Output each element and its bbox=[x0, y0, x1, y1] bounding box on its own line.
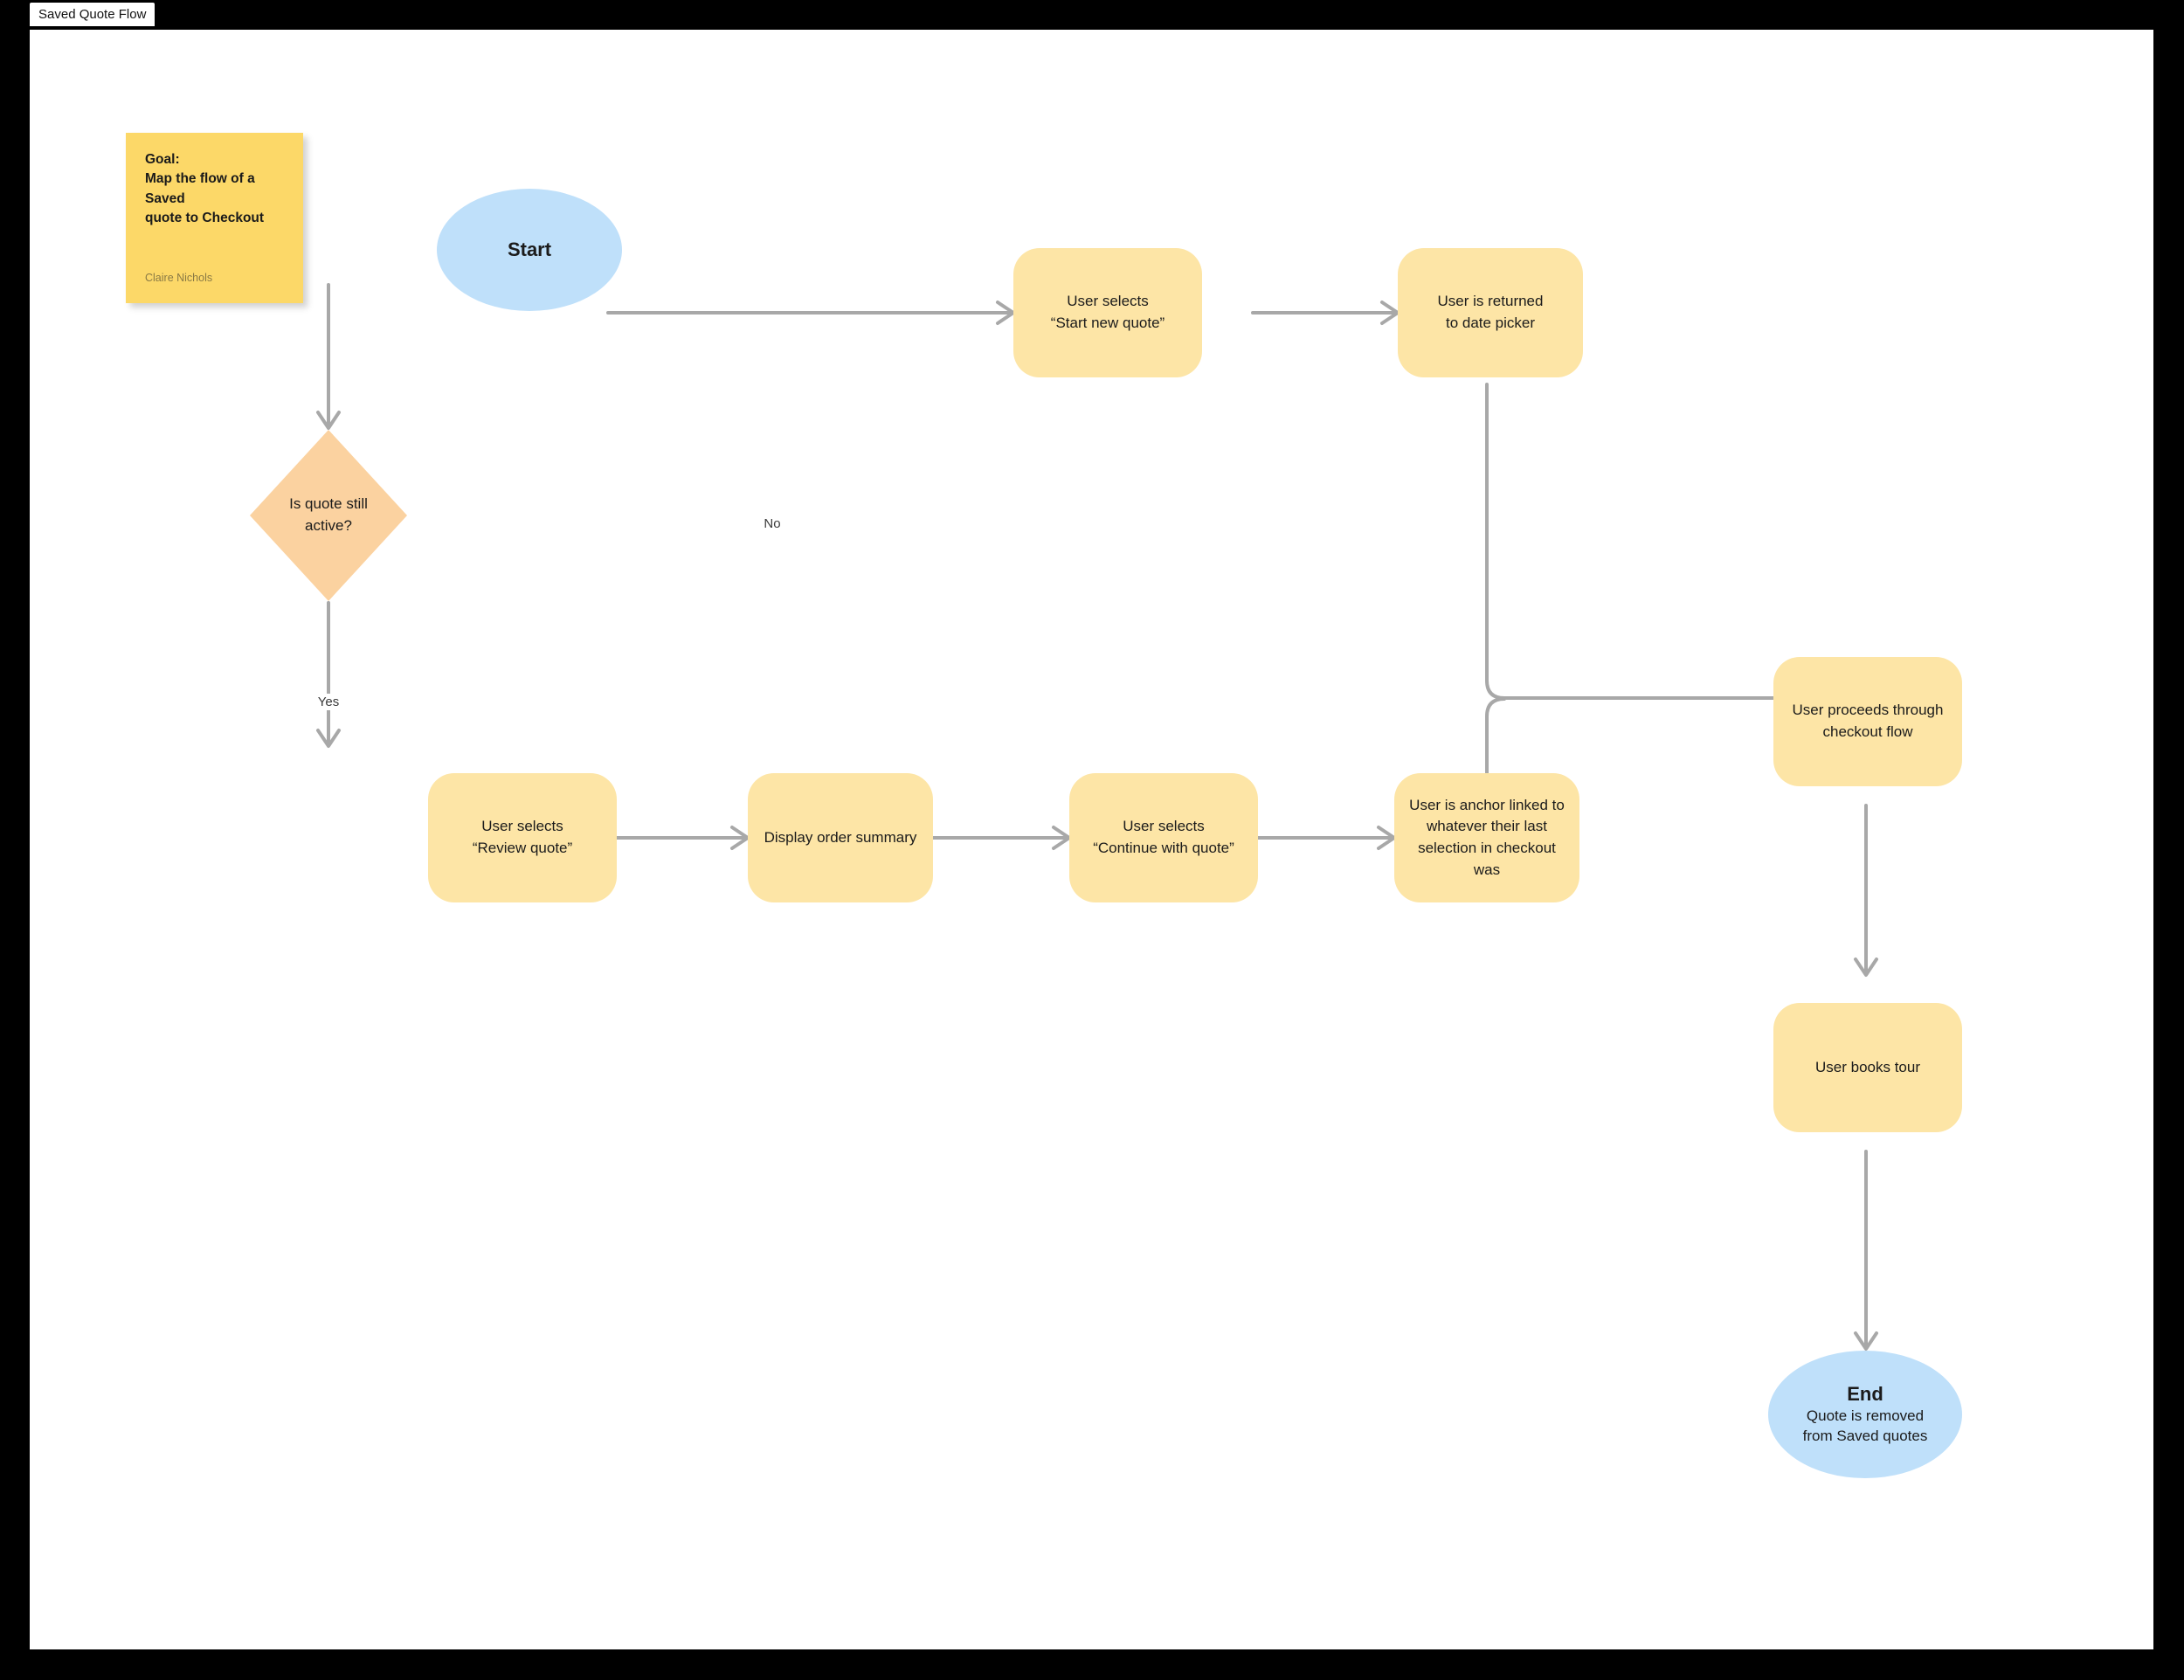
sticky-note-text: Goal: Map the flow of a Saved quote to C… bbox=[145, 152, 265, 226]
node-start-new-quote-label: User selects “Start new quote” bbox=[1050, 293, 1165, 331]
node-start-new-quote[interactable]: User selects “Start new quote” bbox=[1013, 248, 1202, 377]
tab-bar: Saved Quote Flow bbox=[0, 0, 2184, 29]
node-order-summary-label: Display order summary bbox=[764, 828, 917, 846]
node-start[interactable]: Start bbox=[437, 189, 622, 311]
sticky-note-author: Claire Nichols bbox=[145, 272, 213, 284]
diagram-canvas[interactable]: No Yes Goal: Map the flow of a Saved quo… bbox=[30, 30, 2153, 1649]
node-continue-quote[interactable]: User selects “Continue with quote” bbox=[1069, 773, 1258, 902]
arrowhead-books-tour-to-end bbox=[1854, 1331, 1878, 1351]
arrowhead-checkout-flow-to-books-tour bbox=[1854, 958, 1878, 977]
node-review-quote[interactable]: User selects “Review quote” bbox=[428, 773, 617, 902]
arrowhead-order-summary-to-continue-quote bbox=[1052, 826, 1071, 850]
arrowhead-review-quote-to-order-summary bbox=[730, 826, 750, 850]
node-anchor-linked[interactable]: User is anchor linked to whatever their … bbox=[1394, 773, 1579, 902]
node-is-quote-active[interactable]: Is quote still active? bbox=[250, 430, 407, 601]
edge-label-yes: Yes bbox=[302, 694, 355, 710]
sticky-note-goal[interactable]: Goal: Map the flow of a Saved quote to C… bbox=[126, 133, 303, 303]
node-books-tour[interactable]: User books tour bbox=[1773, 1003, 1962, 1132]
edge-label-no: No bbox=[746, 515, 798, 532]
arrowhead-decision-to-start-new-quote bbox=[996, 301, 1015, 325]
node-end-title: End bbox=[1847, 1383, 1883, 1406]
node-checkout-flow[interactable]: User proceeds through checkout flow bbox=[1773, 657, 1962, 786]
node-checkout-flow-label: User proceeds through checkout flow bbox=[1792, 702, 1944, 740]
node-start-title: Start bbox=[507, 239, 552, 261]
arrowhead-start-to-decision bbox=[316, 411, 341, 430]
arrowhead-continue-quote-to-anchor-linked bbox=[1377, 826, 1396, 850]
node-anchor-linked-label: User is anchor linked to whatever their … bbox=[1409, 796, 1565, 878]
node-returned-date-picker-label: User is returned to date picker bbox=[1437, 293, 1544, 331]
node-continue-quote-label: User selects “Continue with quote” bbox=[1093, 818, 1234, 856]
node-is-quote-active-label: Is quote still active? bbox=[289, 495, 368, 534]
node-end[interactable]: End Quote is removed from Saved quotes bbox=[1768, 1351, 1962, 1478]
node-order-summary[interactable]: Display order summary bbox=[748, 773, 933, 902]
node-review-quote-label: User selects “Review quote” bbox=[472, 818, 573, 856]
node-books-tour-label: User books tour bbox=[1815, 1058, 1920, 1075]
node-end-subtitle: Quote is removed from Saved quotes bbox=[1802, 1407, 1928, 1444]
edge-date-picker-to-junction bbox=[1485, 383, 1506, 700]
arrowhead-start-new-quote-to-date-picker bbox=[1380, 301, 1400, 325]
tab-saved-quote-flow[interactable]: Saved Quote Flow bbox=[30, 3, 156, 26]
node-returned-date-picker[interactable]: User is returned to date picker bbox=[1398, 248, 1583, 377]
arrowhead-decision-to-review-quote bbox=[316, 729, 341, 748]
